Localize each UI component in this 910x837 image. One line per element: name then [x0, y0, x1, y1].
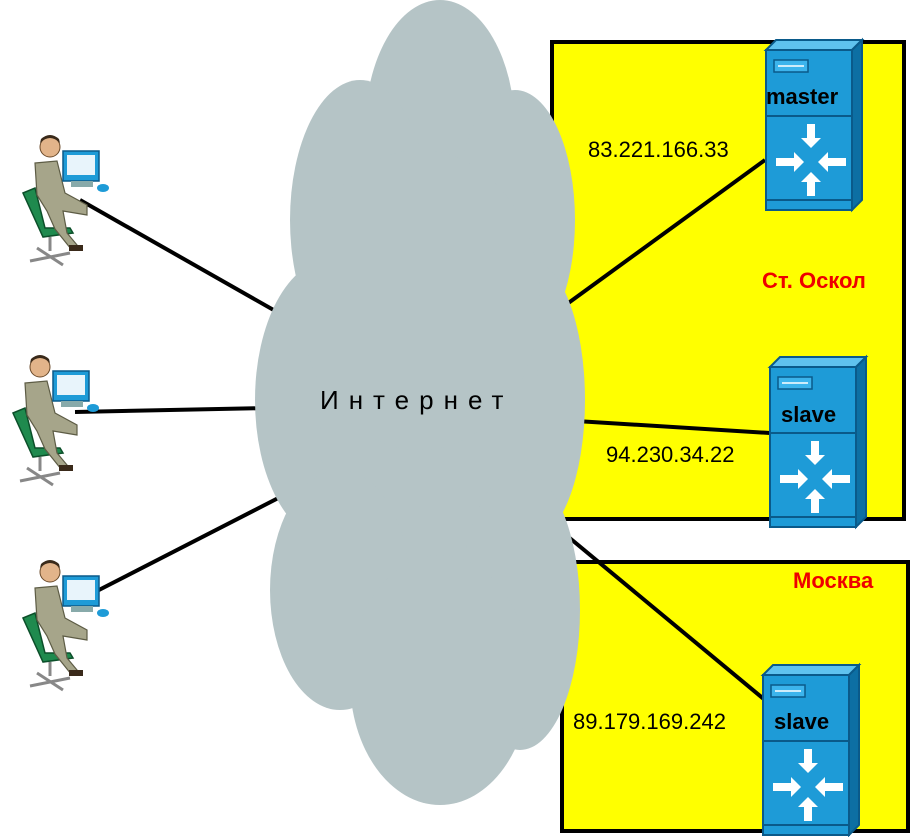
internet-cloud-icon — [255, 0, 585, 805]
server-slave-oskol-icon — [769, 356, 867, 528]
internet-label: Интернет — [320, 385, 514, 415]
link-slave-oskol — [559, 418, 771, 435]
server-slave-moskva-icon — [762, 664, 860, 836]
ip-slave-oskol: 94.230.34.22 — [606, 442, 735, 467]
user-workstation-icon-2 — [11, 353, 101, 487]
user-workstation-icon-3 — [21, 558, 111, 692]
link-client-2 — [74, 406, 271, 414]
ip-slave-moskva: 89.179.169.242 — [573, 709, 726, 734]
region-label-moskva: Москва — [793, 568, 874, 593]
link-master — [543, 158, 767, 322]
server-master-icon — [765, 39, 863, 211]
link-client-3 — [94, 490, 291, 594]
server-label-master: master — [766, 84, 839, 109]
user-workstation-icon-1 — [21, 133, 111, 267]
ip-master: 83.221.166.33 — [588, 137, 729, 162]
link-slave-moskva — [558, 528, 767, 702]
link-client-1 — [79, 198, 301, 327]
server-label-slave-moskva: slave — [774, 709, 830, 734]
server-label-slave-oskol: slave — [781, 402, 837, 427]
region-label-stary-oskol: Ст. Оскол — [762, 268, 866, 293]
